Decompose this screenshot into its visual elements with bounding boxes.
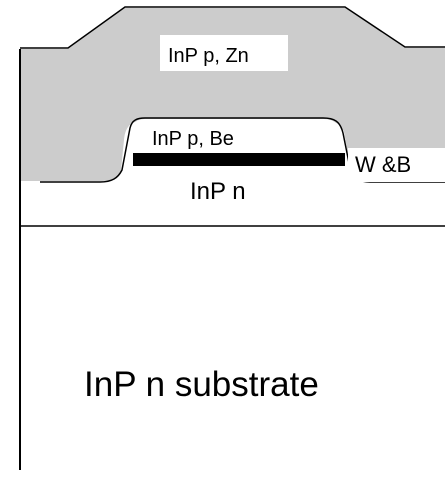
top-surface-outline	[20, 6, 445, 49]
overgrowth-surface-edge	[20, 4, 445, 47]
p-zn-overgrowth-layer	[20, 8, 445, 181]
w-b-buried-layer	[133, 153, 345, 166]
substrate-label: InP n substrate	[84, 365, 319, 404]
inp-n-label: InP n	[190, 178, 246, 205]
p-be-label: InP p, Be	[152, 128, 234, 150]
p-zn-label-bg	[160, 35, 288, 71]
p-zn-label: InP p, Zn	[168, 45, 249, 67]
wb-label-bg	[348, 148, 445, 182]
wb-label: W &B	[355, 152, 411, 177]
